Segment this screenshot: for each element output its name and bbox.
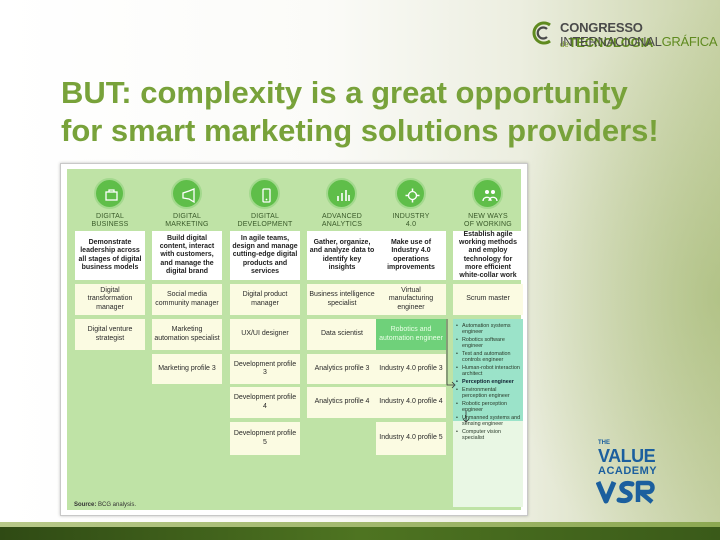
bottom-accent-line (0, 522, 720, 527)
logo-word-grafica: GRÁFICA (661, 34, 718, 49)
specialization-item: Unmanned systems and sensing engineer (456, 415, 522, 428)
role-cell: Digital product manager (230, 284, 300, 315)
role-cell-highlighted: Robotics and automation engineer (376, 319, 446, 350)
column-description: Establish agile working methods and empl… (453, 231, 523, 280)
logo-word-congresso: CONGRESSO (560, 20, 643, 35)
slide-title-line-1: BUT: complexity is a great opportunity (61, 75, 628, 110)
specialization-item: Automation systems engineer (456, 323, 522, 336)
bottom-band (0, 527, 720, 540)
down-arrow-icon (462, 410, 470, 423)
role-cell: Digital venture strategist (75, 319, 145, 350)
role-cell: Business intelligence specialist (307, 284, 377, 315)
logo-line-1: CONGRESSO deTECNOLOGIA (560, 20, 705, 50)
role-cell: Digital transformation manager (75, 284, 145, 315)
role-cell: Analytics profile 3 (307, 354, 377, 384)
logo-word-tecnologia: TECNOLOGIA (568, 35, 654, 50)
working-icon (472, 178, 503, 209)
value-academy-the: THE (598, 440, 610, 446)
role-cell: Marketing profile 3 (152, 354, 222, 384)
specialization-item: Computer vision specialist (456, 429, 522, 442)
role-cell: Industry 4.0 profile 4 (376, 387, 446, 418)
specialization-item: Human-robot interaction architect (456, 365, 522, 378)
background-glow (500, 0, 720, 540)
role-cell: Development profile 3 (230, 354, 300, 384)
column-description: Gather, organize, and analyze data to id… (307, 231, 377, 280)
role-cell: Analytics profile 4 (307, 387, 377, 418)
marketing-icon (171, 178, 202, 209)
specialization-item: Perception engineer (456, 379, 522, 386)
value-academy-academy: ACADEMY (598, 465, 658, 477)
source-note: Source: BCG analysis. (74, 502, 136, 508)
role-cell: Development profile 4 (230, 387, 300, 418)
role-cell: Virtual manufacturing engineer (376, 284, 446, 315)
column-description: Make use of Industry 4.0 operations impr… (376, 231, 446, 280)
column-description: In agile teams, design and manage cuttin… (230, 231, 300, 280)
congress-logo-icon (532, 21, 551, 45)
business-icon (94, 178, 125, 209)
analytics-icon (326, 178, 357, 209)
role-cell: Social media community manager (152, 284, 222, 315)
role-cell: Scrum master (453, 284, 523, 315)
industry-icon (395, 178, 426, 209)
connector-arrow-icon (446, 319, 456, 389)
slide-title: BUT: complexity is a great opportunity f… (61, 74, 681, 150)
specialization-item: Environmental perception engineer (456, 387, 522, 400)
column-description: Build digital content, interact with cus… (152, 231, 222, 280)
role-cell: Data scientist (307, 319, 377, 350)
role-cell: Development profile 5 (230, 422, 300, 455)
specialization-item: Robotic perception engineer (456, 401, 522, 414)
value-academy-mark-icon (596, 480, 655, 504)
slide-title-line-2: for smart marketing solutions providers! (61, 113, 659, 148)
value-academy-value: VALUE (598, 446, 656, 466)
development-icon (249, 178, 280, 209)
specialization-item: Test and automation controls engineer (456, 351, 522, 364)
value-academy-logo: THE VALUE ACADEMY (596, 440, 674, 508)
role-cell: Marketing automation specialist (152, 319, 222, 350)
specialization-item: Robotics software engineer (456, 337, 522, 350)
column-description: Demonstrate leadership across all stages… (75, 231, 145, 280)
role-cell: UX/UI designer (230, 319, 300, 350)
logo-word-internacional: INTERNACIONAL (560, 34, 662, 49)
role-cell: Industry 4.0 profile 5 (376, 422, 446, 455)
logo-line-2: INTERNACIONALGRÁFICA (560, 34, 718, 49)
congress-logo: CONGRESSO deTECNOLOGIA INTERNACIONALGRÁF… (530, 20, 718, 52)
role-cell: Industry 4.0 profile 3 (376, 354, 446, 384)
logo-word-de: de (560, 40, 569, 49)
source-text: BCG analysis. (98, 502, 137, 508)
source-label: Source: (74, 502, 97, 508)
